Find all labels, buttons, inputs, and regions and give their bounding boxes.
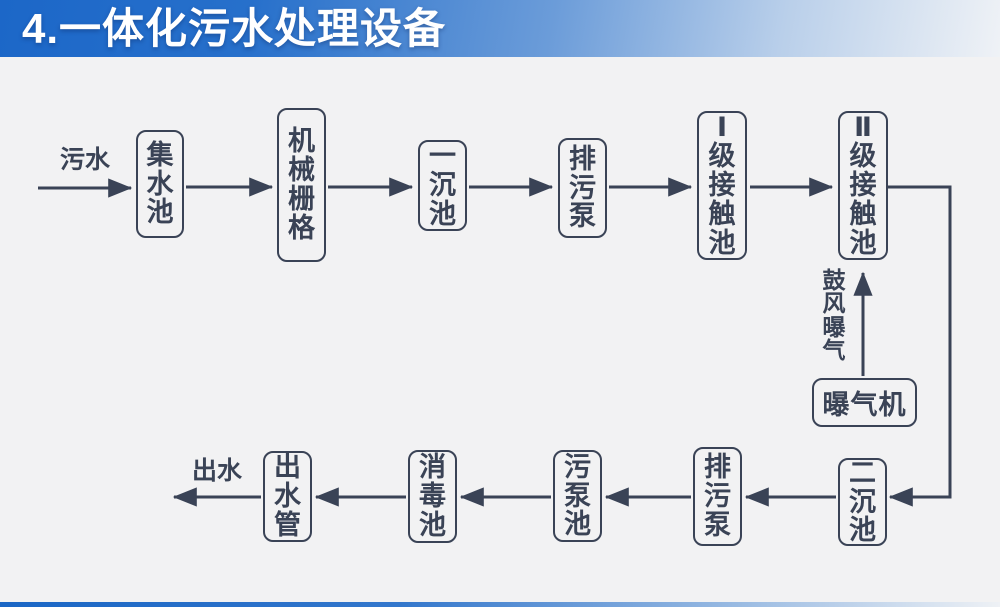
node-mechanical-screen: 机械栅格 bbox=[277, 108, 326, 262]
node-aerator: 曝气机 bbox=[812, 378, 917, 427]
node-label-mechanical-screen: 机械栅格 bbox=[288, 126, 315, 243]
slide-title: 4.一体化污水处理设备 bbox=[22, 4, 447, 52]
node-label-primary-sedimentation: 一沉池 bbox=[429, 141, 456, 229]
node-label-sludge-pump-tank: 污泵池 bbox=[564, 451, 591, 540]
node-sludge-pump-tank: 污泵池 bbox=[553, 450, 602, 542]
node-label-collection-tank: 集水池 bbox=[146, 139, 174, 228]
connector-stage2-to-secondary bbox=[888, 185, 952, 507]
bottom-accent-bar bbox=[0, 602, 1000, 607]
node-disinfection-tank: 消毒池 bbox=[408, 450, 457, 543]
node-secondary-sedimentation-tank: 二沉池 bbox=[838, 458, 887, 546]
node-outlet-pipe: 出水管 bbox=[263, 451, 312, 542]
node-label-disinfection-tank: 消毒池 bbox=[419, 452, 446, 540]
node-sewage-pump-lower: 排污泵 bbox=[693, 447, 742, 546]
node-collection-tank: 集水池 bbox=[136, 130, 184, 238]
node-label-outlet-pipe: 出水管 bbox=[274, 452, 301, 540]
node-sewage-pump-upper: 排污泵 bbox=[558, 138, 607, 238]
outflow-label: 出水 bbox=[191, 457, 242, 485]
node-label-secondary-sedimentation: 二沉池 bbox=[849, 457, 876, 546]
inflow-label: 污水 bbox=[59, 146, 110, 174]
node-label-sewage-pump-lower: 排污泵 bbox=[704, 452, 731, 540]
node-label-sewage-pump-upper: 排污泵 bbox=[569, 143, 596, 232]
aeration-label: 鼓风曝气 bbox=[822, 267, 846, 364]
node-primary-sedimentation-tank: 一沉池 bbox=[418, 140, 467, 231]
node-label-aerator: 曝气机 bbox=[822, 390, 907, 420]
title-banner: 4.一体化污水处理设备 bbox=[0, 0, 1000, 57]
connector-layer bbox=[38, 177, 952, 507]
